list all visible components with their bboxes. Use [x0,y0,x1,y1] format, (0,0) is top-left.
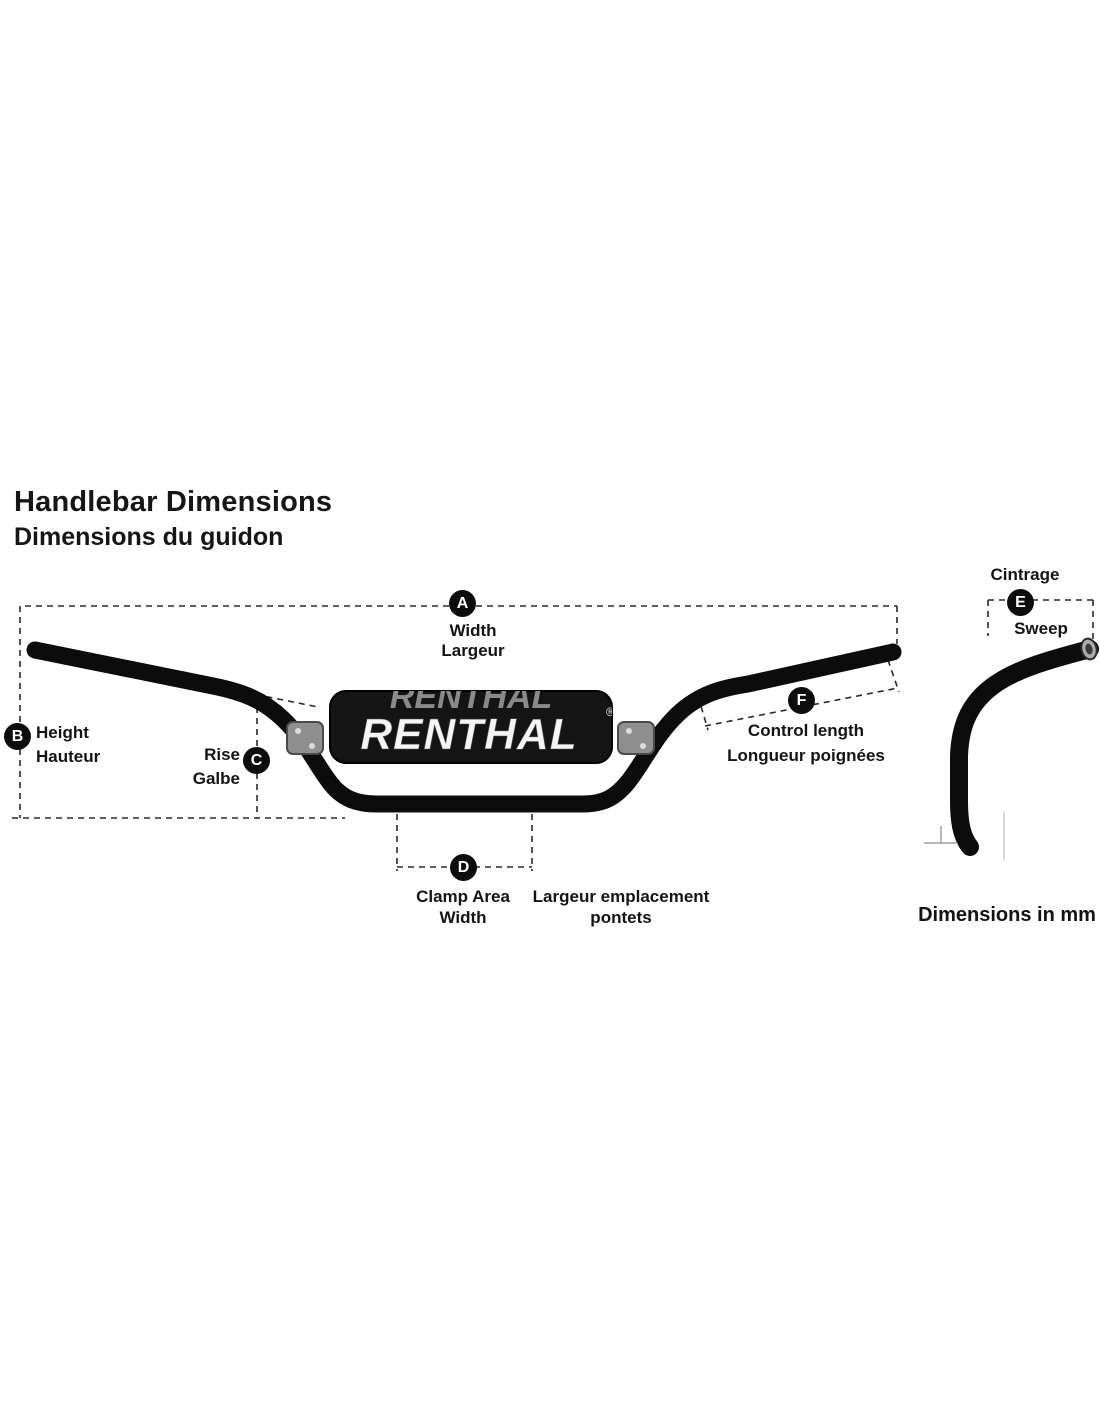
label-clamp-width-en-line2: Width [439,908,487,927]
dimension-marker-control-length: F [788,687,815,714]
registered-trademark-symbol: ® [606,705,615,719]
renthal-logo-top-partial: RENTHAL [390,678,552,716]
bar-clamp-right [617,721,655,755]
dimension-marker-sweep: E [1007,589,1034,616]
dimension-tick-control-right [887,659,900,693]
side-view-reference-marks [924,812,1005,860]
label-control-length-fr: Longueur poignées [727,746,885,765]
units-note: Dimensions in mm [918,904,1096,926]
bar-clamp-left [286,721,324,755]
dimension-marker-clamp-width: D [450,854,477,881]
label-rise-en: Rise [204,745,240,764]
label-clamp-width-en-line1: Clamp Area [416,887,510,906]
dimension-marker-rise: C [243,747,270,774]
page-title-en: Handlebar Dimensions [14,486,333,518]
label-rise-fr: Galbe [192,769,240,788]
label-sweep-fr: Cintrage [990,565,1060,584]
label-width-fr: Largeur [441,641,505,660]
label-sweep-en: Sweep [1014,619,1068,638]
handlebar-side-view [950,640,1099,856]
label-clamp-width-fr-line1: Largeur emplacement [532,887,710,906]
label-control-length-en: Control length [747,721,865,740]
renthal-logo: RENTHAL [360,710,577,759]
dimension-marker-width: A [449,590,476,617]
label-width-en: Width [449,621,497,640]
label-height-en: Height [36,723,89,742]
label-clamp-width-fr-line2: pontets [590,908,652,927]
handlebar-front-view [26,641,902,813]
dimension-marker-height: B [4,723,31,750]
label-height-fr: Hauteur [36,747,101,766]
bar-pad: RENTHAL RENTHAL ® [329,678,615,764]
page-title-fr: Dimensions du guidon [14,523,284,551]
bar-end-opening [1080,637,1098,661]
